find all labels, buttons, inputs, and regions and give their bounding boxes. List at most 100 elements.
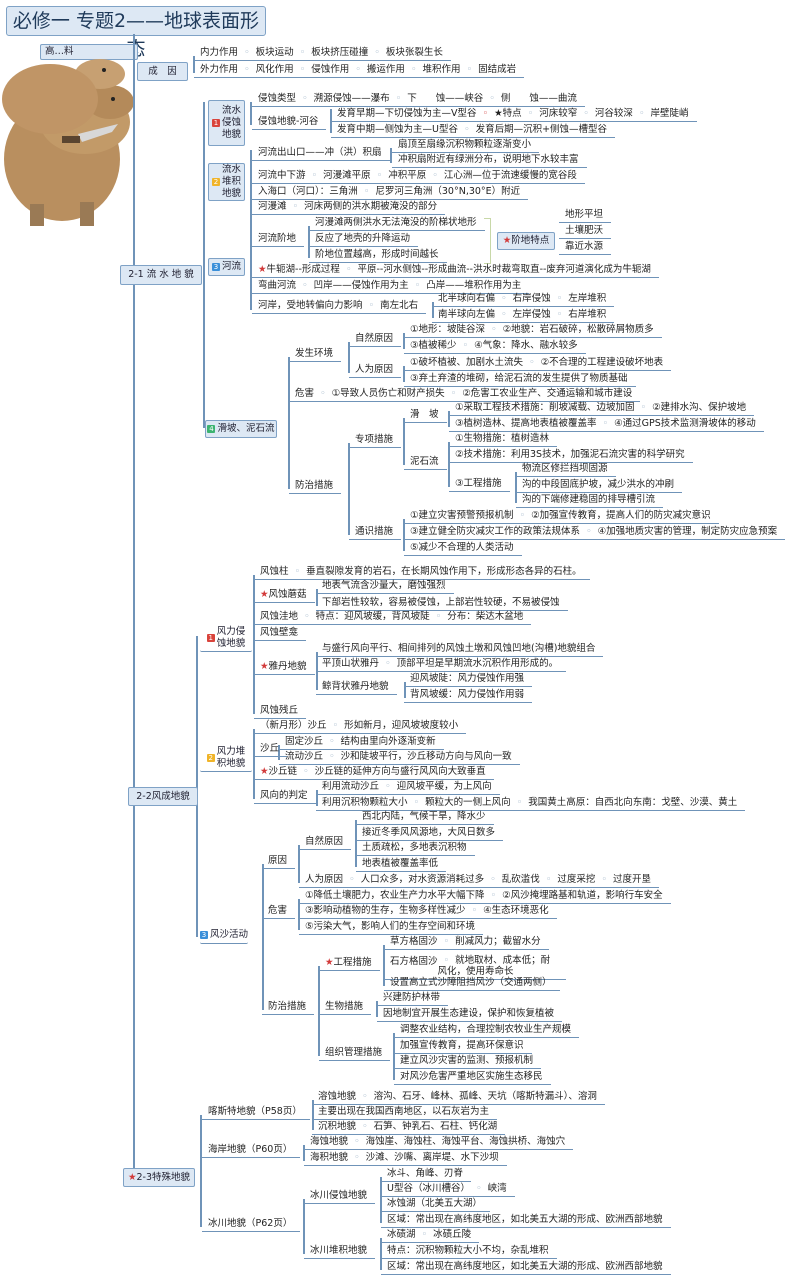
node-had[interactable]: 海岸地貌（P60页）: [202, 1143, 301, 1158]
node-mg2[interactable]: 下部岩性较软，容易被侵蚀，上部岩性较硬，不易被侵蚀: [316, 596, 568, 611]
node-hadb[interactable]: 海积地貌沙滩、沙嘴、离岸堤、水下沙坝: [304, 1151, 507, 1166]
node-zz3[interactable]: 建立风沙灾害的监测、预报机制: [394, 1054, 542, 1069]
node-hp2[interactable]: ③植树造林、提高地表植被覆盖率④通过GPS技术监测滑坡体的移动: [449, 417, 764, 432]
node-yd[interactable]: ★雅丹地貌: [254, 660, 315, 675]
node-kst1[interactable]: 溶蚀地貌溶沟、石牙、峰林、孤峰、天坑（喀斯特漏斗）、溶洞: [312, 1090, 605, 1105]
node-sq[interactable]: 沙丘: [254, 742, 288, 757]
node-fzr3[interactable]: 土质疏松，多地表沉积物: [356, 841, 475, 856]
node-nsl[interactable]: 泥石流: [404, 455, 447, 470]
node-fsmg[interactable]: ★风蚀蘑菇: [254, 588, 315, 603]
node-fxpd[interactable]: 风向的判定: [254, 789, 316, 804]
box-b22[interactable]: 2-2风成地貌: [128, 787, 198, 806]
node-gc1[interactable]: 物流区修拦挡坝固源: [516, 462, 616, 477]
node-fzr1[interactable]: 西北内陆，气候干旱，降水少: [356, 810, 494, 825]
node-ffz[interactable]: 防治措施: [262, 1000, 315, 1015]
box-b23[interactable]: ★2-3特殊地貌: [123, 1168, 195, 1187]
node-bq4[interactable]: 区域：常出现在高纬度地区，如北美五大湖的形成、欧洲西部地貌: [381, 1213, 671, 1228]
node-bq[interactable]: 北半球向右偏右岸侵蚀左岸堆积: [432, 292, 615, 307]
node-jd2[interactable]: 反应了地壳的升降运动: [309, 232, 419, 247]
node-sw1[interactable]: 兴建防护林带: [377, 991, 449, 1006]
node-kst[interactable]: 喀斯特地貌（P58页）: [202, 1105, 310, 1120]
node-fx2[interactable]: 利用沉积物颗粒大小颗粒大的一侧上风向我国黄土高原：自西北向东南：戈壁、沙漠、黄土: [316, 796, 746, 811]
node-ts2[interactable]: ③建立健全防灾减灾工作的政策法规体系④加强地质灾害的管理，制定防灾应急预案: [404, 525, 786, 540]
node-qsdm[interactable]: 侵蚀地貌-河谷: [252, 115, 327, 130]
node-ts3[interactable]: ⑤减少不合理的人类活动: [404, 541, 522, 556]
node-td2[interactable]: 土壤肥沃: [559, 224, 612, 239]
node-fswd[interactable]: 风蚀洼地特点：迎风坡缓，背风坡陡分布：柴达木盆地: [254, 610, 532, 625]
node-fwh1[interactable]: ①降低土壤肥力，农业生产力水平大幅下降②风沙掩埋路基和轨道，影响行车安全: [299, 889, 671, 904]
node-nsl1[interactable]: ①生物措施：植树造林: [449, 432, 558, 447]
node-zz[interactable]: 组织管理措施: [319, 1046, 391, 1061]
node-hp1[interactable]: ①采取工程技术措施：削坡减载、边坡加固②建排水沟、保护坡地: [449, 401, 755, 416]
node-ney[interactable]: ★牛轭湖--形成过程平原--河水侧蚀--形成曲流--洪水时裁弯取直--废弃河道演…: [252, 263, 659, 278]
node-bd3[interactable]: 区域：常出现在高纬度地区，如北美五大湖的形成、欧洲西部地貌: [381, 1260, 671, 1275]
node-yd2[interactable]: 平顶山状雅丹顶部平坦是早期流水沉积作用形成的。: [316, 657, 567, 672]
node-gc2[interactable]: 沟的中段固底护坡，减少洪水的冲刷: [516, 478, 683, 493]
node-td1[interactable]: 地形平坦: [559, 208, 612, 223]
node-yy[interactable]: 原因: [262, 854, 296, 869]
node-ldsq[interactable]: 流动沙丘沙和陡坡平行，沙丘移动方向与风向一致: [279, 750, 520, 765]
node-hada[interactable]: 海蚀地貌海蚀崖、海蚀柱、海蚀平台、海蚀拱桥、海蚀穴: [304, 1135, 574, 1150]
node-rwyy[interactable]: 人为原因: [349, 363, 402, 378]
node-sd1[interactable]: 扇顶至扇缘沉积物颗粒逐渐变小: [392, 138, 540, 153]
node-gcb[interactable]: 石方格固沙就地取材、成本低；耐风化，使用寿命长: [384, 955, 566, 980]
node-sql[interactable]: ★沙丘链沙丘链的延伸方向与盛行风风向大致垂直: [254, 765, 494, 780]
box-cy[interactable]: 成 因: [137, 62, 188, 81]
node-bcqs[interactable]: 冰川侵蚀地貌: [304, 1189, 376, 1204]
node-fwh2[interactable]: ③影响动植物的生存，生物多样性减少④生态环境恶化: [299, 904, 557, 919]
node-fzr2[interactable]: 接近冬季风风源地，大风日数多: [356, 826, 504, 841]
box-jdtd[interactable]: ★阶地特点: [497, 232, 555, 250]
node-hmt[interactable]: 河漫滩河床两侧的洪水期被淹没的部分: [252, 200, 446, 215]
node-frw[interactable]: 人为原因人口众多，对水资源消耗过多乱砍滥伐过度采挖过度开垦: [299, 873, 660, 888]
node-yd3b[interactable]: 背风坡缓：风力侵蚀作用弱: [404, 688, 533, 703]
node-fyzhq[interactable]: 发育中期—侧蚀为主—U型谷发育后期—沉积+侧蚀—槽型谷: [331, 123, 616, 138]
node-gccs[interactable]: ③工程措施: [449, 477, 510, 492]
node-bq2[interactable]: U型谷（冰川槽谷）峡湾: [381, 1182, 515, 1197]
node-yd1[interactable]: 与盛行风向平行、相间排列的风蚀土墩和风蚀凹地(沟槽)地貌组合: [316, 642, 604, 657]
node-zz2[interactable]: 加强宣传教育，提高环保意识: [394, 1039, 532, 1054]
node-gc3[interactable]: 沟的下端修建稳固的排导槽引流: [516, 493, 664, 508]
node-gdsq[interactable]: 固定沙丘结构由里向外逐渐变新: [279, 735, 444, 750]
node-bd2[interactable]: 特点：沉积物颗粒大小不均，杂乱堆积: [381, 1244, 557, 1259]
node-fx1[interactable]: 利用流动沙丘迎风坡平缓，为上风向: [316, 780, 500, 795]
node-bq3[interactable]: 冰蚀湖（北美五大湖）: [381, 1197, 491, 1212]
node-wq[interactable]: 弯曲河流凹岸——侵蚀作用为主凸岸——堆积作用为主: [252, 279, 530, 294]
node-nq[interactable]: 南半球向左偏左岸侵蚀右岸堆积: [432, 308, 615, 323]
node-zz4[interactable]: 对风沙危害严重地区实施生态移民: [394, 1070, 551, 1085]
node-jd3[interactable]: 阶地位置越高，形成时间越长: [309, 248, 447, 263]
node-fsz[interactable]: 风蚀柱垂直裂隙发育的岩石，在长期风蚀作用下，形成形态各异的石柱。: [254, 565, 590, 580]
node-fsbk[interactable]: 风蚀壁龛: [254, 626, 307, 641]
node-fyzq[interactable]: 发育早期—下切侵蚀为主—V型谷★特点河床较窄河谷较深岸壁陡峭: [331, 107, 697, 122]
node-wh[interactable]: 危害①导致人员伤亡和财产损失②危害工农业生产、交通运输和城市建设: [289, 387, 641, 402]
node-zz1[interactable]: 调整农业结构，合理控制农牧业生产规模: [394, 1023, 580, 1038]
node-zxy[interactable]: 河流中下游河漫滩平原冲积平原江心洲—位于流速缓慢的宽谷段: [252, 169, 585, 184]
node-zr1[interactable]: ①地形：坡陡谷深②地貌：岩石破碎，松散碎屑物质多: [404, 323, 662, 338]
node-kst2[interactable]: 主要出现在我国西南地区，以石灰岩为主: [312, 1105, 498, 1120]
node-ha[interactable]: 河岸，受地转偏向力影响南左北右: [252, 299, 427, 314]
node-td3[interactable]: 靠近水源: [559, 240, 612, 255]
box-b21[interactable]: 2-1 流 水 地 貌: [120, 265, 202, 285]
node-wl[interactable]: 外力作用风化作用侵蚀作用搬运作用堆积作用固结成岩: [194, 63, 525, 78]
node-fzr[interactable]: 自然原因: [299, 835, 352, 850]
node-yd3a[interactable]: 迎风坡陡：风力侵蚀作用强: [404, 672, 533, 687]
node-bd1[interactable]: 冰碛湖冰碛丘陵: [381, 1228, 480, 1243]
node-fzcs[interactable]: 防治措施: [289, 479, 342, 494]
node-hp[interactable]: 滑 坡: [404, 408, 447, 423]
node-mg1[interactable]: 地表气流含沙量大，磨蚀强烈: [316, 579, 454, 594]
node-xyx[interactable]: （新月形）沙丘形如新月，迎风坡坡度较小: [254, 719, 467, 734]
node-rw1[interactable]: ①破坏植被、加剧水土流失②不合理的工程建设破坏地表: [404, 356, 672, 371]
node-kst3[interactable]: 沉积地貌石笋、钟乳石、石柱、钙化湖: [312, 1120, 506, 1135]
node-gcc[interactable]: 设置高立式沙障阻挡风沙（交通两侧）: [384, 976, 560, 991]
node-zr2[interactable]: ③植被稀少④气象：降水、融水较多: [404, 339, 586, 354]
node-qslx[interactable]: 侵蚀类型溯源侵蚀——瀑布下 蚀——峡谷侧 蚀——曲流: [252, 92, 585, 107]
node-sw[interactable]: 生物措施: [319, 1000, 372, 1015]
node-jd[interactable]: 河流阶地: [252, 232, 305, 247]
node-gca[interactable]: 草方格固沙削减风力；截留水分: [384, 935, 549, 950]
